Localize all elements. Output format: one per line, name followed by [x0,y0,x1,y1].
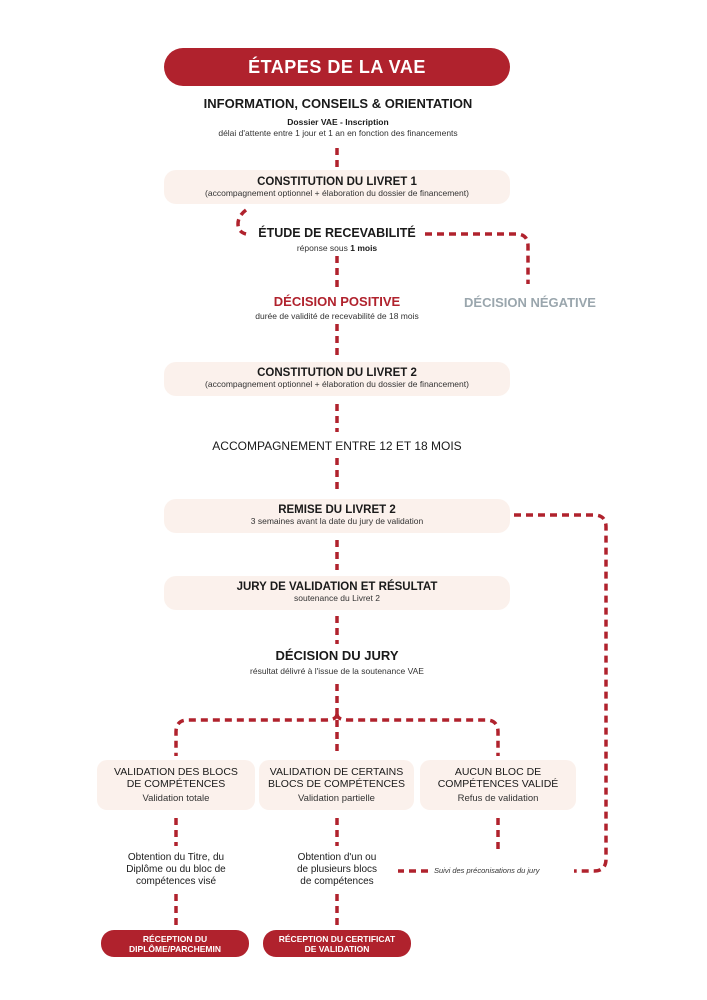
outcome-card-total: VALIDATION DES BLOCS DE COMPÉTENCES Vali… [97,760,255,810]
info-sub: délai d'attente entre 1 jour et 1 an en … [218,128,458,138]
decision-jury-title: DÉCISION DU JURY [275,648,399,663]
badge-diplome-l1: RÉCEPTION DU [142,933,208,944]
outcome-total-title-l1: VALIDATION DES BLOCS [114,766,238,778]
connector-livret1-recevabilite [236,208,248,236]
result-total-l1: Obtention du Titre, du [127,852,225,863]
result-total-l3: compétences visé [135,876,217,887]
connector-split-left [174,713,339,756]
accompagnement-step: ACCOMPAGNEMENT ENTRE 12 ET 18 MOIS [212,439,462,453]
badge-diplome-l2: DIPLÔME/PARCHEMIN [129,943,221,954]
connector-split-right [335,713,500,756]
outcome-refus-sub: Refus de validation [457,793,539,804]
outcome-partial-title-l2: BLOCS DE COMPÉTENCES [267,778,406,790]
connector-remise-loop [514,513,608,873]
result-partial-l2: de plusieurs blocs [296,864,378,875]
badge-diplome: RÉCEPTION DU DIPLÔME/PARCHEMIN [101,930,249,957]
livret2-title: CONSTITUTION DU LIVRET 2 [257,367,417,379]
outcome-total-title-l2: DE COMPÉTENCES [126,778,226,790]
recevabilite-step: ÉTUDE DE RECEVABILITÉ réponse sous 1 moi… [200,226,474,253]
result-total-l2: Diplôme ou du bloc de [126,864,226,875]
negative-title: DÉCISION NÉGATIVE [464,295,596,310]
jury-title: JURY DE VALIDATION ET RÉSULTAT [236,581,438,593]
info-step: INFORMATION, CONSEILS & ORIENTATION Doss… [100,96,576,138]
decision-jury-step: DÉCISION DU JURY résultat délivré à l'is… [150,648,524,676]
livret1-step: CONSTITUTION DU LIVRET 1 (accompagnement… [164,170,510,204]
positive-sub: durée de validité de recevabilité de 18 … [255,311,419,321]
page-title: ÉTAPES DE LA VAE [164,48,510,86]
positive-step: DÉCISION POSITIVE durée de validité de r… [200,294,474,321]
recevabilite-sub-bold: 1 mois [350,243,378,253]
result-partial-l3: de compétences [300,876,374,887]
positive-title: DÉCISION POSITIVE [273,294,401,309]
outcome-refus-title-l1: AUCUN BLOC DE [454,766,542,778]
suivi-label: Suivi des préconisations du jury [434,866,540,875]
info-sub-bold: Dossier VAE - Inscription [287,117,389,127]
outcome-card-partial: VALIDATION DE CERTAINS BLOCS DE COMPÉTEN… [259,760,414,810]
badge-certificat: RÉCEPTION DU CERTIFICAT DE VALIDATION [263,930,411,957]
recevabilite-sub: réponse sous 1 mois [200,243,474,253]
livret2-sub: (accompagnement optionnel + élaboration … [205,379,469,389]
outcome-total-sub: Validation totale [142,793,210,804]
connector-negative-branch [425,232,530,284]
result-partial-l1: Obtention d'un ou [297,852,377,863]
badge-certificat-l2: DE VALIDATION [304,943,370,954]
remise-title: REMISE DU LIVRET 2 [278,504,396,516]
remise-step: REMISE DU LIVRET 2 3 semaines avant la d… [164,499,510,533]
outcome-refus-title-l2: COMPÉTENCES VALIDÉ [437,778,559,790]
info-title: INFORMATION, CONSEILS & ORIENTATION [203,96,473,111]
result-total: Obtention du Titre, du Diplôme ou du blo… [100,852,252,888]
jury-sub: soutenance du Livret 2 [293,593,380,603]
outcome-partial-title-l1: VALIDATION DE CERTAINS [269,766,404,778]
remise-sub: 3 semaines avant la date du jury de vali… [250,516,424,526]
livret2-step: CONSTITUTION DU LIVRET 2 (accompagnement… [164,362,510,396]
jury-step: JURY DE VALIDATION ET RÉSULTAT soutenanc… [164,576,510,610]
recevabilite-title: ÉTUDE DE RECEVABILITÉ [258,226,416,240]
result-partial: Obtention d'un ou de plusieurs blocs de … [262,852,412,888]
outcome-partial-sub: Validation partielle [298,793,375,804]
recevabilite-sub-text: réponse sous [296,243,351,253]
livret1-sub: (accompagnement optionnel + élaboration … [205,188,469,198]
badge-certificat-l1: RÉCEPTION DU CERTIFICAT [278,933,396,944]
outcome-card-refus: AUCUN BLOC DE COMPÉTENCES VALIDÉ Refus d… [420,760,576,810]
livret1-title: CONSTITUTION DU LIVRET 1 [257,176,417,188]
decision-jury-sub: résultat délivré à l'issue de la soutena… [250,666,424,676]
